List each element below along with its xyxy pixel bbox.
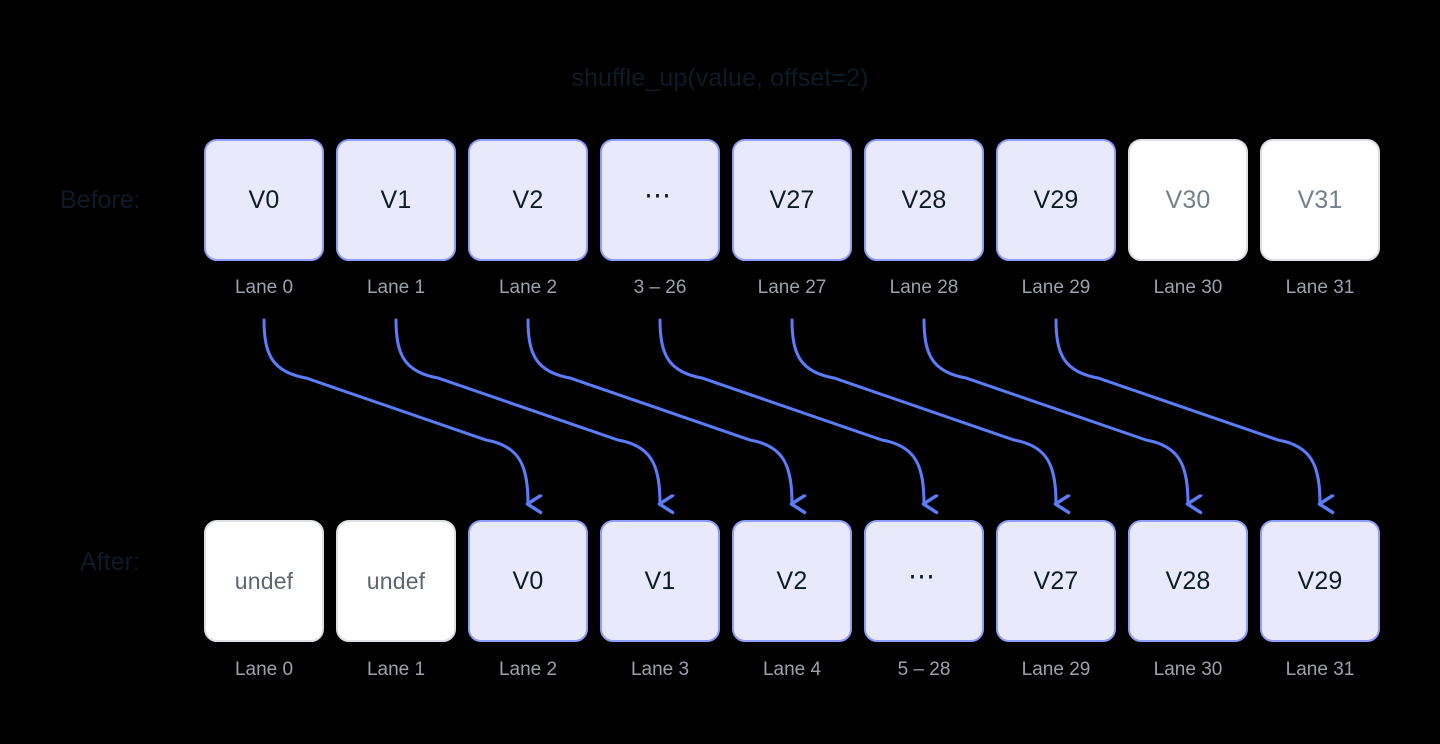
before-cell-4: V27 [732, 139, 852, 261]
after-lane-caption-0: Lane 0 [234, 659, 294, 680]
before-cell-2: V2 [468, 139, 588, 261]
after-cell-2: V0 [468, 520, 588, 642]
before-cell-8: V31 [1260, 139, 1380, 261]
after-lane-caption-5: 5 – 28 [897, 659, 951, 680]
shuffle-arrow-6 [1054, 318, 1320, 504]
after-lane-caption-3: Lane 3 [630, 659, 690, 680]
after-cell-5: ⋯ [864, 520, 984, 642]
after-lane-caption-7: Lane 30 [1153, 659, 1223, 680]
after-row-label: After: [80, 548, 140, 576]
after-lane-caption-4: Lane 4 [762, 659, 822, 680]
shuffle-arrow-3 [658, 318, 924, 504]
before-lane-caption-3: 3 – 26 [633, 277, 687, 298]
before-row-label: Before: [60, 186, 141, 214]
before-cell-3: ⋯ [600, 139, 720, 261]
after-cell-3: V1 [600, 520, 720, 642]
before-lane-caption-6: Lane 29 [1021, 277, 1091, 298]
after-lane-caption-6: Lane 29 [1021, 659, 1091, 680]
after-cell-8: V29 [1260, 520, 1380, 642]
before-cell-0: V0 [204, 139, 324, 261]
before-cell-7: V30 [1128, 139, 1248, 261]
after-cell-1: undef [336, 520, 456, 642]
after-lane-caption-8: Lane 31 [1285, 659, 1355, 680]
after-cell-6: V27 [996, 520, 1116, 642]
before-cell-5: V28 [864, 139, 984, 261]
before-cell-6: V29 [996, 139, 1116, 261]
shuffle-arrow-5 [922, 318, 1188, 504]
after-lane-caption-2: Lane 2 [498, 659, 558, 680]
after-lane-caption-1: Lane 1 [366, 659, 426, 680]
before-lane-caption-8: Lane 31 [1285, 277, 1355, 298]
shuffle-arrow-2 [526, 318, 792, 504]
diagram-title: shuffle_up(value, offset=2) [571, 64, 869, 92]
before-lane-caption-2: Lane 2 [498, 277, 558, 298]
before-lane-caption-4: Lane 27 [757, 277, 827, 298]
before-lane-caption-1: Lane 1 [366, 277, 426, 298]
before-lane-caption-5: Lane 28 [889, 277, 959, 298]
shuffle-arrow-0 [262, 318, 528, 504]
before-cell-1: V1 [336, 139, 456, 261]
shuffle-arrow-1 [394, 318, 660, 504]
shuffle-arrow-4 [790, 318, 1056, 504]
after-cell-4: V2 [732, 520, 852, 642]
after-cell-7: V28 [1128, 520, 1248, 642]
before-lane-caption-0: Lane 0 [234, 277, 294, 298]
before-lane-caption-7: Lane 30 [1153, 277, 1223, 298]
after-cell-0: undef [204, 520, 324, 642]
